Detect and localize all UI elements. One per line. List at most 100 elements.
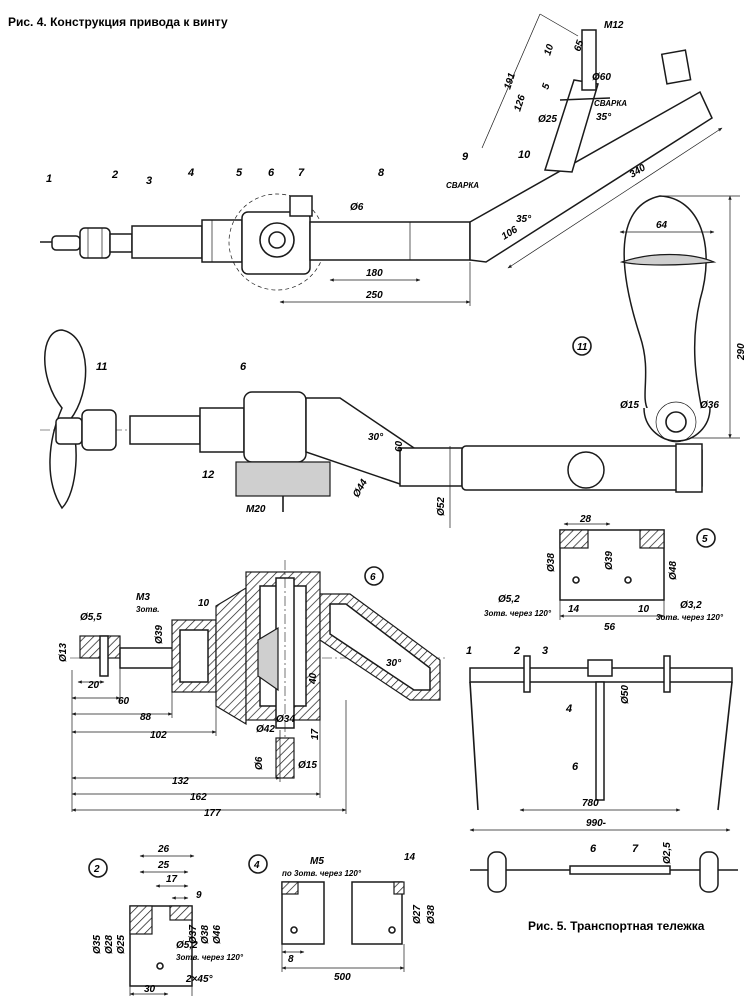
cart-num-4: 4 — [565, 703, 572, 715]
axle-num-7: 7 — [632, 843, 639, 855]
dim-phi48: Ø48 — [668, 561, 679, 580]
part-num-12: 12 — [202, 469, 214, 481]
circle-label-5 — [696, 528, 716, 548]
dim-20-s6: 20 — [87, 680, 100, 691]
dim-65: 65 — [572, 39, 586, 53]
dim-25-p2: 25 — [157, 860, 170, 871]
blade-detail — [619, 195, 740, 443]
part-num-10: 10 — [518, 149, 531, 161]
dim-phi25-p2: Ø25 — [116, 935, 127, 954]
dim-60-s6: 60 — [118, 696, 130, 707]
circle-label-11 — [572, 336, 592, 356]
dim-132: 132 — [172, 776, 189, 787]
axle-num-6: 6 — [590, 843, 597, 855]
holes-part5-right: 3отв. через 120° — [656, 613, 724, 622]
cart-num-2: 2 — [513, 645, 520, 657]
part-num-6-side: 6 — [240, 361, 247, 373]
dim-phi35: Ø35 — [92, 935, 103, 954]
dim-9-p2: 9 — [196, 890, 202, 901]
circle-label-6 — [364, 566, 384, 586]
dim-phi50: Ø50 — [620, 685, 631, 704]
dim-5: 5 — [540, 82, 552, 91]
circle-num-2: 2 — [93, 864, 100, 875]
dim-phi15-blade: Ø15 — [620, 400, 639, 411]
m5-holes: по 3отв. через 120° — [282, 869, 362, 878]
circle-num-4: 4 — [253, 860, 260, 871]
dim-phi27: Ø27 — [412, 905, 423, 924]
gearbox-section — [70, 560, 446, 814]
dim-phi38-p4: Ø38 — [426, 905, 437, 924]
dim-phi5-2-p2: Ø5,2 — [176, 940, 198, 951]
dim-phi2-5: Ø2,5 — [662, 842, 673, 864]
dim-phi38-p2: Ø38 — [200, 925, 211, 944]
dim-14-p5: 14 — [568, 604, 580, 615]
dim-phi44: Ø44 — [351, 477, 370, 499]
dim-phi36: Ø36 — [700, 400, 719, 411]
dim-8: 8 — [288, 954, 294, 965]
dim-10-p5: 10 — [638, 604, 650, 615]
weld-label-1: СВАРКА — [446, 181, 479, 190]
part-num-3: 3 — [146, 175, 152, 187]
dim-phi3-2: Ø3,2 — [680, 600, 702, 611]
dim-phi39-s6: Ø39 — [154, 625, 165, 644]
circle-num-5: 5 — [702, 534, 708, 545]
dim-10: 10 — [542, 43, 556, 57]
dim-phi39-p5: Ø39 — [604, 551, 615, 570]
cart-drawing — [469, 655, 738, 893]
dim-290: 290 — [736, 343, 747, 361]
circle-num-11: 11 — [577, 342, 588, 353]
dim-phi5-5: Ø5,5 — [80, 612, 102, 623]
dim-40: 40 — [308, 672, 319, 685]
dim-angle30-side: 30° — [368, 432, 384, 443]
dim-990: 990- — [586, 818, 607, 829]
top-view-assembly — [40, 13, 723, 306]
dim-angle30-s6: 30° — [386, 658, 402, 669]
dim-64: 64 — [656, 220, 668, 231]
dim-phi25: Ø25 — [538, 114, 557, 125]
dim-phi38-p5: Ø38 — [546, 553, 557, 572]
dim-angle35-top: 35° — [596, 112, 612, 123]
dim-56: 56 — [604, 622, 616, 633]
dim-28-p5: 28 — [579, 514, 592, 525]
part-num-1: 1 — [46, 173, 52, 185]
dim-phi15-s6: Ø15 — [298, 760, 317, 771]
dim-phi60: Ø60 — [592, 72, 611, 83]
dim-177: 177 — [204, 808, 221, 819]
part-num-11: 11 — [96, 361, 107, 373]
thread-m20: М20 — [246, 504, 266, 515]
fig4-caption: Рис. 4. Конструкция привода к винту — [8, 15, 228, 29]
dim-17-p2: 17 — [166, 874, 178, 885]
part4-detail — [281, 881, 405, 972]
cart-num-1: 1 — [466, 645, 472, 657]
dim-30-p2: 30 — [144, 984, 156, 995]
dim-14-p4: 14 — [404, 852, 416, 863]
part-num-7: 7 — [298, 167, 305, 179]
side-view-assembly — [40, 329, 703, 528]
part-num-5: 5 — [236, 167, 243, 179]
part2-detail — [129, 854, 195, 996]
dim-phi52-side: Ø52 — [436, 497, 447, 516]
holes-part2: 3отв. через 120° — [176, 953, 244, 962]
dim-102: 102 — [150, 730, 167, 741]
thread-m5: М5 — [310, 856, 324, 867]
dim-250: 250 — [365, 290, 383, 301]
part5-detail — [559, 522, 665, 620]
dim-191: 191 — [502, 71, 518, 91]
dim-500: 500 — [334, 972, 351, 983]
dim-phi42: Ø42 — [256, 724, 275, 735]
dim-180: 180 — [366, 268, 383, 279]
dim-26: 26 — [157, 844, 170, 855]
dim-phi46: Ø46 — [212, 925, 223, 944]
dim-10-s6: 10 — [198, 598, 210, 609]
circle-label-4 — [248, 854, 268, 874]
cart-num-3: 3 — [542, 645, 548, 657]
dim-88: 88 — [140, 712, 152, 723]
fig5-caption: Рис. 5. Транспортная тележка — [528, 919, 705, 933]
dim-angle35: 35° — [516, 214, 532, 225]
holes-part5-left: 3отв. через 120° — [484, 609, 552, 618]
dim-phi37: Ø37 — [188, 925, 199, 944]
weld-label-2: СВАРКА — [594, 99, 627, 108]
circle-num-6: 6 — [370, 572, 376, 583]
